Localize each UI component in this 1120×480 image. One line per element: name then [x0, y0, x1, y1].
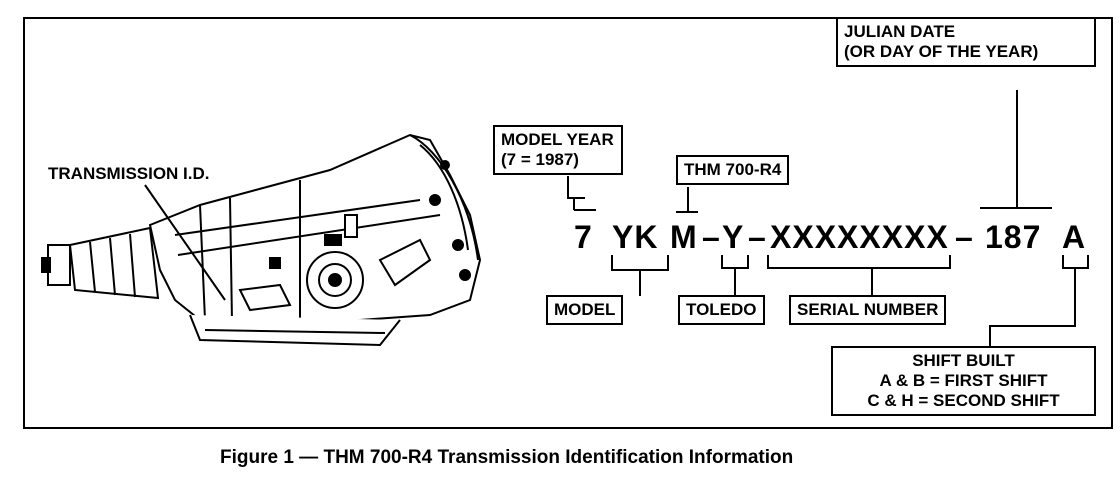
model-year-box: MODEL YEAR (7 = 1987): [493, 125, 623, 175]
shift-built-line-2: C & H = SECOND SHIFT: [867, 391, 1060, 410]
transmission-illustration: [41, 133, 482, 347]
code-julian: 187: [985, 219, 1042, 255]
toledo-box: TOLEDO: [678, 295, 765, 325]
code-dash-2: –: [748, 219, 767, 255]
thm-box: THM 700-R4: [676, 155, 790, 185]
model-year-note: (7 = 1987): [501, 150, 579, 169]
code-year: 7: [574, 219, 593, 255]
code-dash-1: –: [702, 219, 721, 255]
serial-leader: [767, 255, 951, 296]
julian-leader: [980, 90, 1052, 209]
julian-date-title: JULIAN DATE: [844, 22, 956, 41]
julian-date-box: JULIAN DATE (OR DAY OF THE YEAR): [836, 17, 1096, 67]
shift-leader: [989, 255, 1089, 348]
thm-leader: [676, 187, 698, 213]
code-model: YK: [612, 219, 659, 255]
leader-lines: [144, 90, 1089, 348]
toledo-leader: [721, 255, 749, 296]
code-dash-3: –: [955, 219, 974, 255]
transmission-id-leader: [144, 184, 226, 301]
code-shift: A: [1062, 219, 1087, 255]
serial-number-box: SERIAL NUMBER: [789, 295, 947, 325]
model-year-leader: [567, 176, 596, 211]
model-box: MODEL: [546, 295, 624, 325]
shift-built-box: SHIFT BUILT A & B = FIRST SHIFT C & H = …: [831, 346, 1096, 416]
model-leader: [611, 255, 669, 296]
shift-built-line-1: A & B = FIRST SHIFT: [879, 371, 1048, 390]
figure-caption: Figure 1 — THM 700-R4 Transmission Ident…: [220, 447, 794, 468]
diagram-frame: [23, 17, 1113, 429]
code-line: Y: [722, 219, 745, 255]
model-year-title: MODEL YEAR: [501, 130, 614, 149]
shift-built-title: SHIFT BUILT: [912, 351, 1015, 370]
code-plant: M: [670, 219, 698, 255]
code-serial: XXXXXXXX: [770, 219, 949, 255]
julian-date-note: (OR DAY OF THE YEAR): [844, 42, 1039, 61]
transmission-id-label: TRANSMISSION I.D.: [48, 164, 210, 183]
